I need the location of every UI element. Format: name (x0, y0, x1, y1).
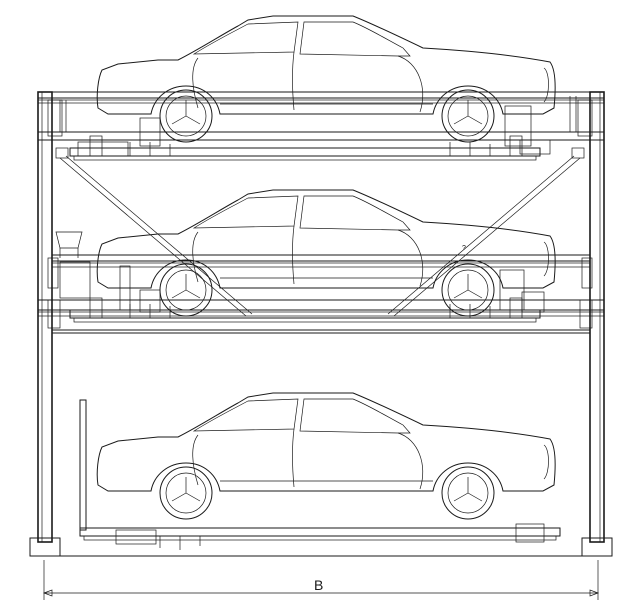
annotation-mark: ? (462, 245, 466, 252)
dimension-b: B (43, 560, 599, 600)
dimension-label: B (314, 577, 323, 593)
car-bottom (96, 392, 556, 520)
bottom-level (30, 392, 612, 557)
middle-level: ? (55, 189, 556, 323)
top-level (59, 15, 577, 161)
pallet-middle (69, 297, 541, 323)
car-top (96, 15, 556, 143)
car-middle (96, 189, 556, 317)
steel-frame (29, 91, 613, 557)
